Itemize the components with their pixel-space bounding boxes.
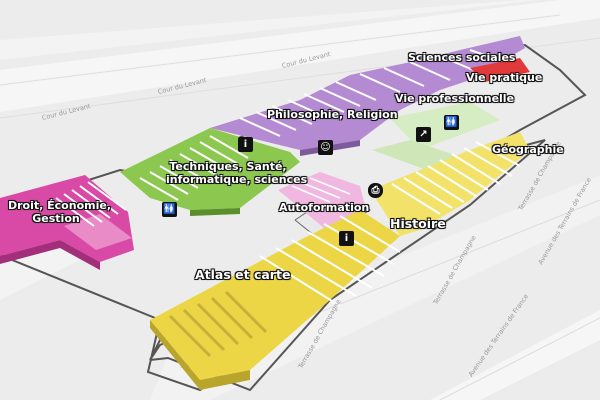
label-philosophie[interactable]: Philosophie, Religion	[267, 108, 398, 121]
info-icon[interactable]: i	[339, 231, 354, 246]
zone-autoformation-shape[interactable]	[278, 172, 366, 228]
label-techniques[interactable]: Techniques, Santé, informatique, science…	[166, 160, 308, 186]
zone-yellow-shape[interactable]	[150, 132, 530, 390]
zone-vie-pratique-shape[interactable]	[470, 58, 530, 82]
label-autoformation[interactable]: Autoformation	[279, 201, 370, 214]
info-icon[interactable]: i	[238, 137, 253, 152]
zone-philosophie-shape[interactable]	[210, 36, 525, 156]
label-vie-professionnelle[interactable]: Vie professionnelle	[395, 92, 515, 105]
label-histoire[interactable]: Histoire	[390, 216, 446, 231]
printer-icon[interactable]: ⎙	[368, 183, 383, 198]
label-geographie[interactable]: Géographie	[492, 143, 564, 156]
label-sciences-sociales[interactable]: Sciences sociales	[408, 51, 516, 64]
restroom-icon[interactable]: 🚻	[162, 202, 177, 217]
label-atlas[interactable]: Atlas et carte	[195, 267, 291, 282]
restroom-icon[interactable]: 🚻	[444, 115, 459, 130]
zone-droit-shape[interactable]	[0, 175, 134, 270]
zone-techniques-shape[interactable]	[120, 128, 300, 216]
stairs-icon[interactable]: ↗	[416, 127, 431, 142]
label-droit[interactable]: Droit, Économie, Gestion	[8, 199, 112, 225]
label-vie-pratique[interactable]: Vie pratique	[466, 71, 543, 84]
family-icon[interactable]: ☺	[318, 140, 333, 155]
